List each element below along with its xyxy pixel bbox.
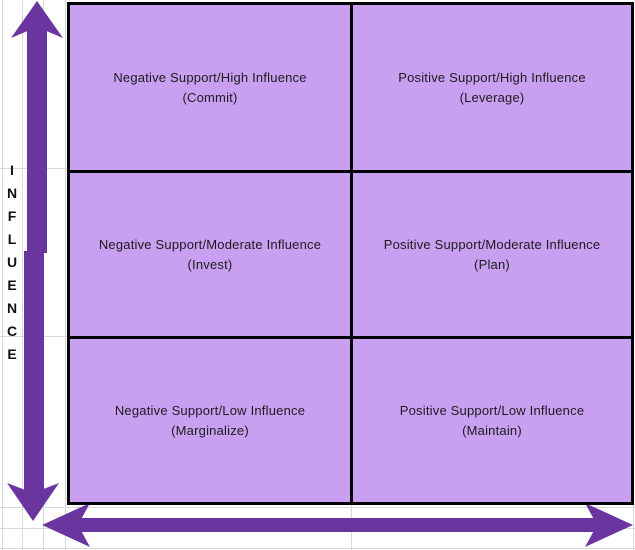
quadrant-title: Negative Support/Low Influence — [114, 402, 306, 418]
grid-line — [0, 507, 635, 508]
quadrant-subtitle: (Marginalize) — [171, 422, 249, 438]
quadrant-title: Positive Support/Moderate Influence — [383, 236, 601, 252]
stakeholder-matrix: Negative Support/High Influence (Commit)… — [67, 2, 634, 505]
vertical-axis-down-arrow-icon — [7, 251, 59, 521]
quadrant-marginalize: Negative Support/Low Influence (Marginal… — [70, 339, 350, 502]
influence-axis-label: INFLUENCE — [4, 162, 20, 369]
quadrant-subtitle: (Invest) — [187, 256, 233, 272]
quadrant-title: Positive Support/High Influence — [398, 69, 586, 85]
grid-line — [633, 505, 634, 550]
quadrant-commit: Negative Support/High Influence (Commit) — [70, 5, 350, 170]
quadrant-title: Positive Support/Low Influence — [399, 402, 585, 418]
quadrant-subtitle: (Plan) — [474, 256, 510, 272]
horizontal-axis-arrow-icon — [42, 503, 633, 547]
vertical-axis-up-arrow-icon — [11, 1, 63, 253]
quadrant-subtitle: (Maintain) — [462, 422, 522, 438]
quadrant-title: Negative Support/Moderate Influence — [98, 236, 322, 252]
quadrant-plan: Positive Support/Moderate Influence (Pla… — [353, 173, 631, 336]
grid-line — [2, 0, 3, 550]
quadrant-subtitle: (Leverage) — [459, 89, 525, 105]
grid-line — [22, 0, 23, 550]
quadrant-leverage: Positive Support/High Influence (Leverag… — [353, 5, 631, 170]
quadrant-maintain: Positive Support/Low Influence (Maintain… — [353, 339, 631, 502]
quadrant-invest: Negative Support/Moderate Influence (Inv… — [70, 173, 350, 336]
quadrant-title: Negative Support/High Influence — [113, 69, 307, 85]
grid-line — [65, 0, 66, 550]
grid-line — [0, 548, 635, 549]
quadrant-subtitle: (Commit) — [182, 89, 238, 105]
